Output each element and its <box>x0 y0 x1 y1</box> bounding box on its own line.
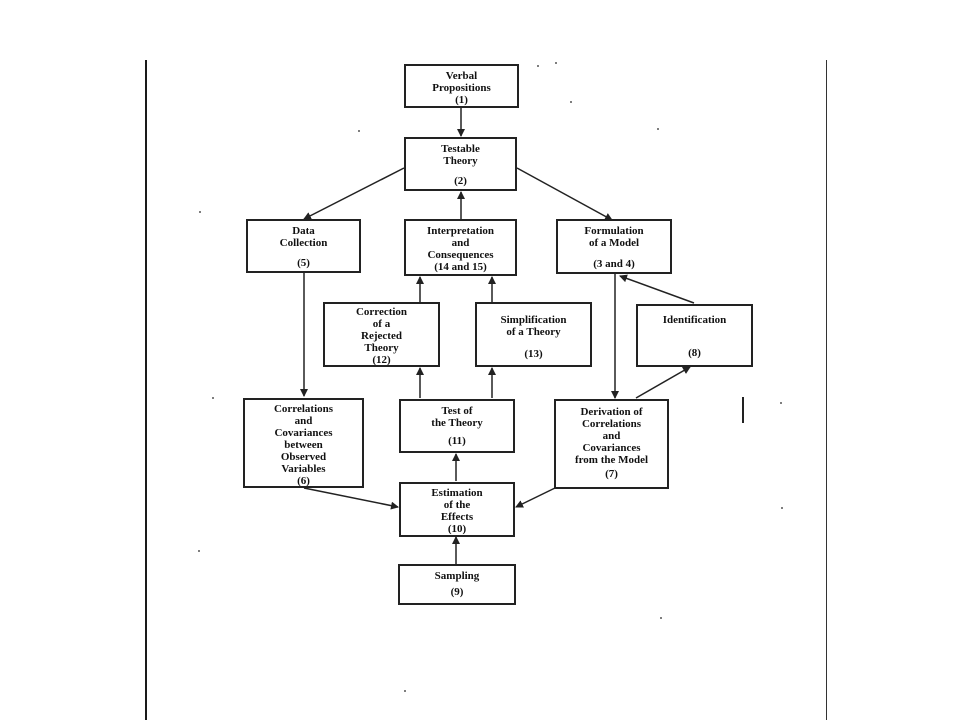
box-number: (1) <box>455 94 468 106</box>
box-label: Formulation of a Model <box>584 225 644 249</box>
box-sampling: Sampling (9) <box>398 564 516 605</box>
box-label: Data Collection <box>279 225 328 249</box>
scan-speck <box>199 211 201 213</box>
box-number: (10) <box>447 523 467 535</box>
scan-speck <box>212 397 214 399</box>
scan-speck <box>781 507 783 509</box>
arrow-ident-to-formulation <box>619 274 695 304</box>
box-number: (3 and 4) <box>593 258 635 270</box>
box-number: (12) <box>372 354 391 366</box>
scan-speck <box>358 130 360 132</box>
box-label: Sampling <box>434 570 480 582</box>
box-label: Test of the Theory <box>431 405 483 429</box>
box-correction: Correction of a Rejected Theory (12) <box>323 302 440 367</box>
page-right-edge <box>826 60 827 720</box>
box-label: Correction of a Rejected Theory <box>355 306 408 354</box>
box-number: (9) <box>450 586 464 598</box>
box-identification: Identification (8) <box>636 304 753 367</box>
box-derivation: Derivation of Correlations and Covarianc… <box>554 399 669 489</box>
box-testable-theory: Testable Theory (2) <box>404 137 517 191</box>
scan-mark <box>742 397 744 423</box>
scan-speck <box>555 62 557 64</box>
page-left-edge <box>145 60 147 720</box>
scan-speck <box>657 128 659 130</box>
box-formulation: Formulation of a Model (3 and 4) <box>556 219 672 274</box>
scan-speck <box>660 617 662 619</box>
arrow-derivation-to-estimation <box>515 487 556 508</box>
box-estimation: Estimation of the Effects (10) <box>399 482 515 537</box>
arrow-derivation-to-ident <box>635 366 691 399</box>
box-label: Correlations and Covariances between Obs… <box>273 403 334 475</box>
box-label: Verbal Propositions <box>432 70 491 94</box>
box-label: Estimation of the Effects <box>431 487 483 523</box>
box-verbal-propositions: Verbal Propositions (1) <box>404 64 519 108</box>
box-number: (13) <box>524 348 543 360</box>
box-label: Interpretation and Consequences <box>426 225 494 261</box>
box-label: Identification <box>662 314 727 326</box>
scan-speck <box>404 690 406 692</box>
box-interpretation: Interpretation and Consequences (14 and … <box>404 219 517 276</box>
scan-speck <box>780 402 782 404</box>
box-simplification: Simplification of a Theory (13) <box>475 302 592 367</box>
box-number: (8) <box>688 347 701 359</box>
scan-speck <box>537 65 539 67</box>
arrow-testable-to-data <box>303 167 405 220</box>
box-number: (7) <box>605 468 618 480</box>
box-label: Derivation of Correlations and Covarianc… <box>574 406 649 466</box>
box-test-of-theory: Test of the Theory (11) <box>399 399 515 453</box>
box-label: Simplification of a Theory <box>500 314 567 338</box>
box-number: (6) <box>297 475 310 487</box>
box-number: (2) <box>454 175 467 187</box>
box-data-collection: Data Collection (5) <box>246 219 361 273</box>
scan-speck <box>570 101 572 103</box>
box-number: (14 and 15) <box>434 261 487 273</box>
arrow-corr-obs-to-estimation <box>303 487 399 510</box>
arrow-testable-to-formulation <box>516 167 613 221</box>
box-correlations-observed: Correlations and Covariances between Obs… <box>243 398 364 488</box>
box-number: (11) <box>448 435 466 447</box>
box-label: Testable Theory <box>441 143 480 167</box>
box-number: (5) <box>297 257 310 269</box>
scan-speck <box>198 550 200 552</box>
